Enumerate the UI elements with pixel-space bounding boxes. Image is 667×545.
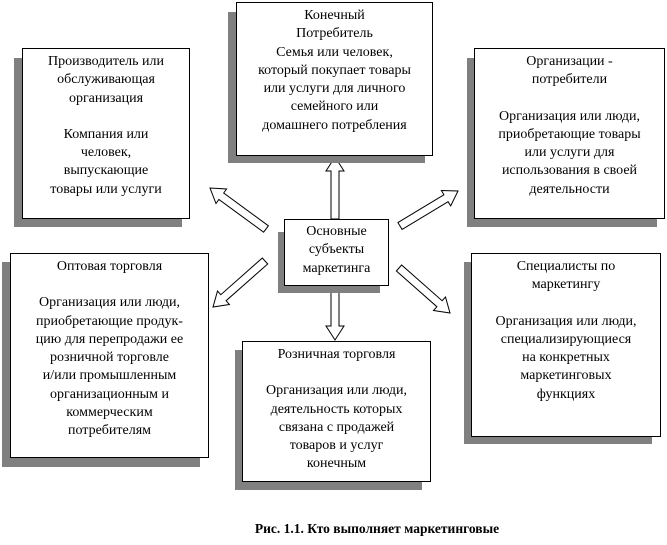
box-title: Розничная торговля <box>277 347 396 362</box>
arrow-to-producer <box>209 187 270 233</box>
box-wholesale: Оптовая торговля Организация или люди,пр… <box>10 253 209 458</box>
box-body: Семья или человек,который покупает товар… <box>258 44 411 133</box>
arrow-down-to-retail <box>325 285 345 341</box>
box-retail: Розничная торговля Организация или люди,… <box>242 341 431 482</box>
box-organization-consumers: Организации -потребители Организация или… <box>474 48 665 219</box>
arrow-up-to-consumer <box>325 156 345 220</box>
box-body: Организация или люди,деятельность которы… <box>265 383 408 472</box>
box-title: Организации -потребители <box>526 54 613 88</box>
figure-caption: Рис. 1.1. Кто выполняет маркетинговые <box>254 521 500 536</box>
arrow-to-specialists <box>395 264 451 314</box>
arrow-to-wholesale <box>212 257 269 308</box>
arrow-to-org-consumers <box>397 189 459 231</box>
box-body: Организация или люди,приобретающие проду… <box>35 295 184 439</box>
box-title: Оптовая торговля <box>56 259 163 274</box>
box-body: Организация или люди,приобретающие товар… <box>498 108 641 197</box>
